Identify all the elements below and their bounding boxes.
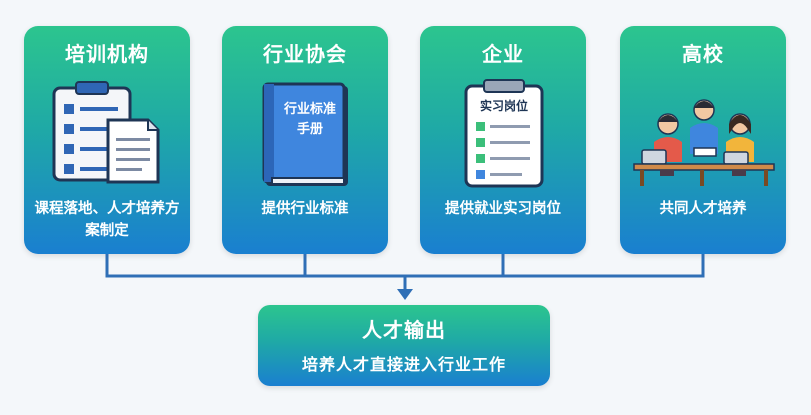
standards-handbook-icon: 行业标准手册 [222, 78, 388, 190]
checklist-documents-icon [24, 78, 190, 190]
down-arrow-icon [397, 289, 413, 300]
card-description: 提供就业实习岗位 [430, 198, 576, 220]
card-title: 企业 [420, 38, 586, 67]
output-subtitle: 培养人才直接进入行业工作 [258, 351, 550, 375]
card-title: 培训机构 [24, 38, 190, 67]
card-title: 高校 [620, 38, 786, 67]
card-industry-association: 行业协会 行业标准手册 提供行业标准 [222, 26, 388, 254]
card-training-institution: 培训机构 课程落地、人才培养方案制定 [24, 26, 190, 254]
card-description: 课程落地、人才培养方案制定 [34, 198, 180, 242]
card-description: 共同人才培养 [630, 198, 776, 220]
card-university: 高校 共同人才培养 [620, 26, 786, 254]
internship-clipboard-icon: 实习岗位 [420, 78, 586, 190]
card-description: 提供行业标准 [232, 198, 378, 220]
clipboard-title: 实习岗位 [480, 98, 528, 113]
card-title: 行业协会 [222, 38, 388, 67]
output-title: 人才输出 [258, 314, 550, 343]
students-studying-icon [620, 78, 786, 190]
talent-output-box: 人才输出 培养人才直接进入行业工作 [258, 305, 550, 386]
card-enterprise: 企业 实习岗位 提供就业实习岗位 [420, 26, 586, 254]
